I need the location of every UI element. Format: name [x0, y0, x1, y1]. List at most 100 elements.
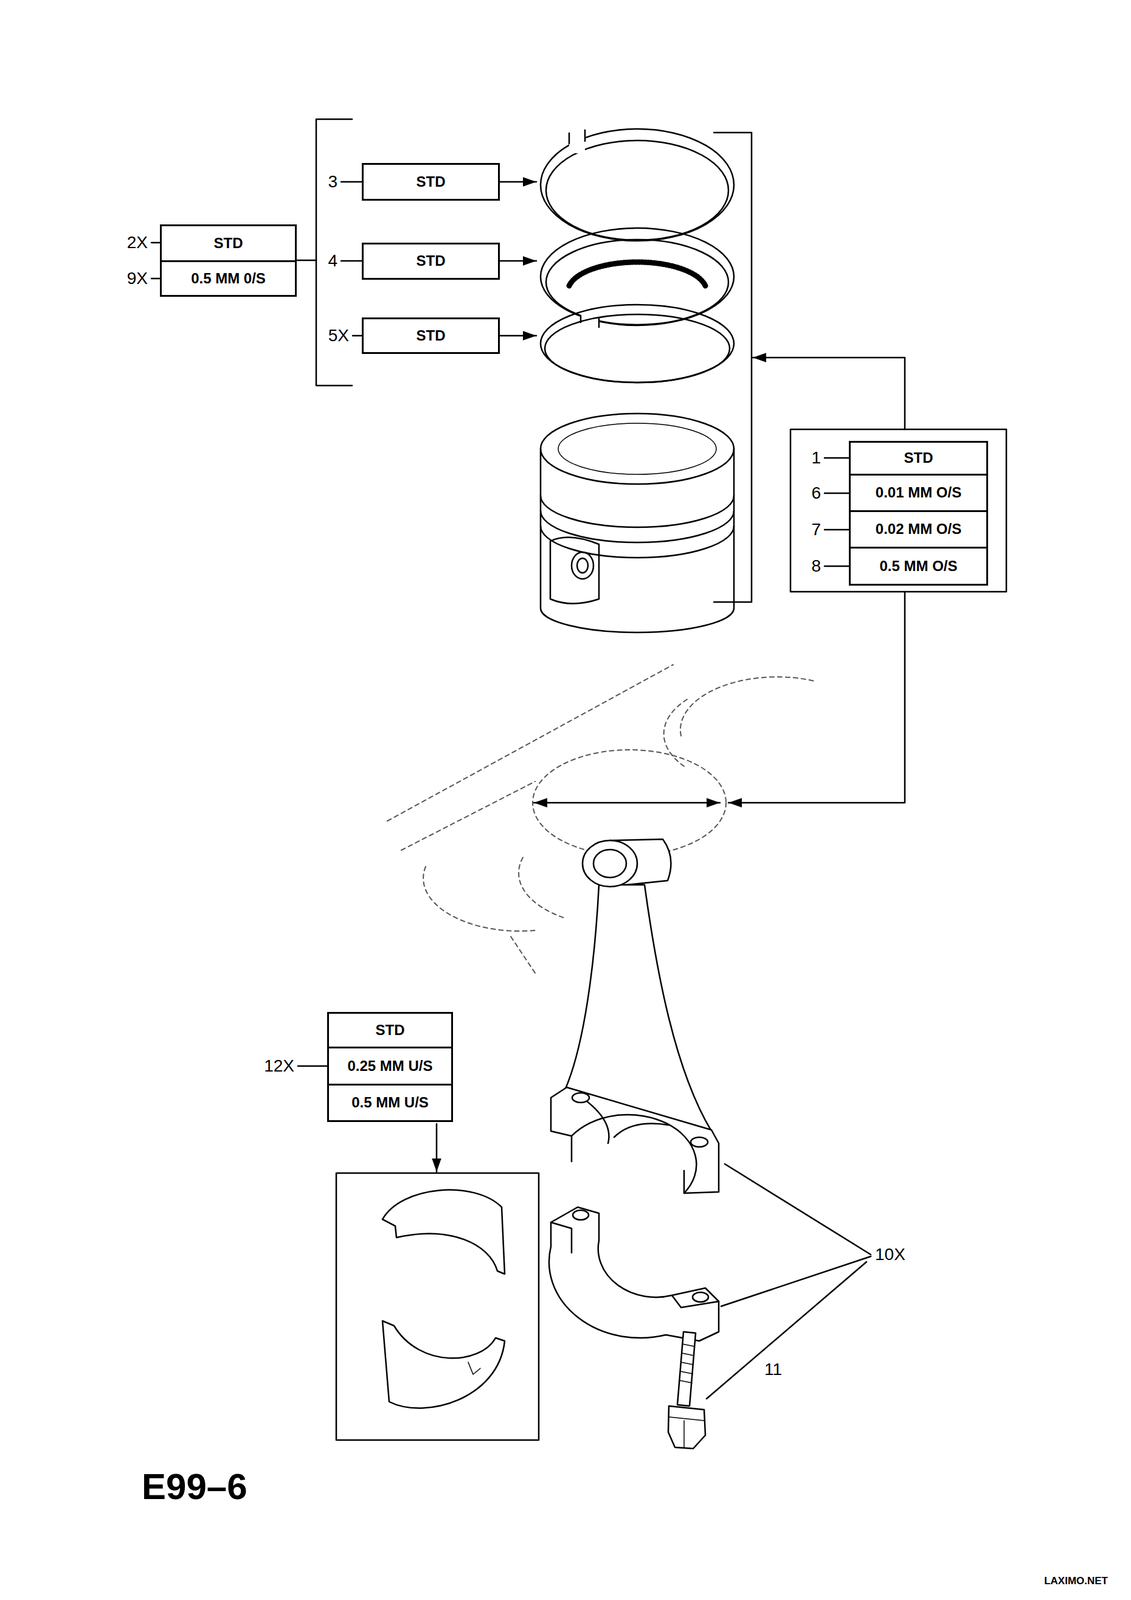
bearing-shell [468, 1362, 481, 1375]
spec-box: STD [361, 162, 500, 201]
compression-ring [544, 314, 730, 383]
rod-cap [550, 1222, 572, 1253]
connecting-rod [550, 839, 719, 1194]
callout-number: 5X [328, 326, 350, 346]
leader-lines [341, 260, 362, 263]
compression-ring [540, 128, 734, 241]
spec-text: 0.01 MM O/S [875, 484, 962, 501]
spec-box: STD [361, 317, 500, 354]
connecting-rod [593, 849, 627, 878]
cylinder-block [680, 676, 815, 736]
cylinder-block [387, 664, 674, 821]
piston [540, 525, 734, 558]
bracket [316, 119, 353, 386]
callout-number: 11 [764, 1360, 782, 1380]
connecting-rod [571, 1135, 685, 1194]
bearing-shell [382, 1189, 505, 1274]
leader-line [296, 259, 317, 262]
bearing-shell [382, 1219, 396, 1226]
figure-code: E99–6 [141, 1466, 248, 1507]
cylinder-block [423, 866, 536, 931]
piston [558, 423, 717, 475]
leader-lines [824, 457, 849, 460]
spec-box: 0.25 MM U/S [327, 1046, 454, 1086]
callout-number: 6 [811, 484, 821, 503]
compression-ring [540, 304, 734, 383]
oil-ring [540, 228, 734, 326]
pointer-arrow [499, 260, 537, 263]
callout-number: 4 [327, 251, 338, 271]
rod-cap [549, 1207, 719, 1341]
callout-number: 7 [811, 520, 821, 540]
connecting-rod [614, 1123, 669, 1138]
cylinder-block [664, 699, 688, 767]
compression-ring [568, 133, 571, 144]
callout-number: 9X [127, 269, 148, 289]
spec-text: 0.5 MM U/S [351, 1094, 429, 1111]
compression-ring [546, 140, 729, 241]
callout-number: 10X [875, 1245, 906, 1265]
rod-bolt [668, 1416, 705, 1448]
spec-text: 0.25 MM U/S [347, 1058, 433, 1074]
callout-number: 1 [811, 448, 821, 468]
oil-ring [546, 239, 729, 325]
leader-lines [151, 181, 871, 1399]
spec-box: STD [327, 1011, 454, 1049]
spec-text: STD [375, 1022, 405, 1038]
oil-ring [598, 318, 601, 328]
group-frame [790, 429, 1007, 592]
spec-text: STD [214, 235, 244, 252]
spec-box: STD [361, 242, 500, 280]
rod-bolt [668, 1405, 706, 1449]
spec-box: 0.02 MM O/S [848, 510, 989, 549]
callout-number: 12X [263, 1056, 295, 1076]
spec-text: STD [416, 173, 446, 190]
piston [550, 537, 599, 604]
spec-text: 0.5 MM O/S [879, 558, 958, 575]
pointer-arrow [752, 357, 905, 430]
callout-number: 2X [127, 233, 148, 253]
oil-ring [569, 262, 706, 286]
cylinder-block [401, 781, 536, 851]
compression-ring [540, 304, 734, 383]
parts-illustration [151, 119, 1007, 1449]
rod-cap [572, 1210, 589, 1220]
leader-lines [352, 335, 362, 337]
piston [540, 413, 734, 633]
pointer-arrow [435, 1123, 438, 1172]
bearing-shell [382, 1320, 505, 1408]
cylinder-block [518, 857, 566, 919]
rod-cap [549, 1207, 719, 1341]
leader-lines [721, 1256, 871, 1307]
rod-bolt [679, 1343, 695, 1383]
spec-box: 0.5 MM 0/S [159, 260, 297, 297]
rod-bolt [677, 1331, 696, 1406]
leader-lines [824, 565, 849, 568]
spec-box: 0.5 MM U/S [327, 1083, 454, 1122]
spec-box: 0.5 MM O/S [848, 546, 989, 586]
piston [540, 495, 734, 528]
spec-text: STD [904, 449, 934, 466]
leader-lines [824, 492, 849, 495]
leader-lines [724, 1163, 871, 1255]
leader-lines [297, 1065, 328, 1068]
spec-box: STD [848, 440, 989, 476]
compression-ring [584, 130, 587, 142]
leader-lines [824, 529, 849, 531]
bearing-shell [382, 1320, 505, 1408]
connecting-rod [572, 1092, 590, 1103]
bearing-frame [336, 1172, 539, 1440]
pointer-arrow [499, 181, 537, 184]
connecting-rod [565, 884, 712, 1131]
piston [540, 448, 734, 633]
spec-box: STD [159, 224, 297, 263]
rod-bolt [668, 1331, 706, 1449]
piston [540, 413, 734, 485]
oil-ring [580, 313, 599, 332]
spec-text: 0.5 MM 0/S [190, 270, 266, 287]
leader-lines [706, 1261, 867, 1399]
pointer-arrow [728, 591, 905, 803]
connecting-rod [582, 840, 638, 887]
pointer-arrow [499, 335, 537, 337]
